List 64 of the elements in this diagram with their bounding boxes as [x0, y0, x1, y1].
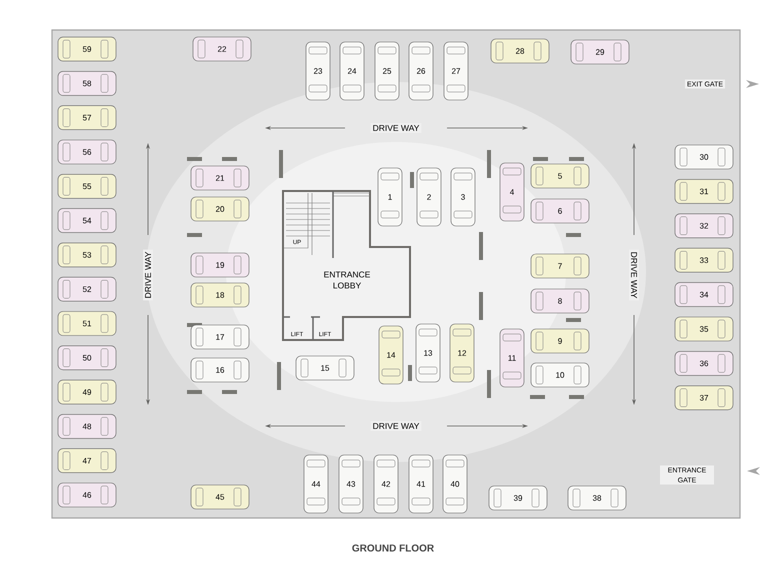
- floor-label: DRIVE WAY: [143, 250, 153, 300]
- car: 45: [190, 484, 250, 510]
- car: 7: [530, 254, 590, 278]
- car: 53: [58, 242, 116, 268]
- car: 9: [530, 328, 590, 354]
- car: 28: [490, 38, 550, 64]
- car: 3: [450, 168, 476, 226]
- car: 27: [444, 42, 468, 100]
- car: 35: [674, 316, 734, 342]
- floor-label: DRIVE WAY: [370, 421, 422, 431]
- car: 13: [416, 324, 440, 382]
- car: 21: [190, 166, 250, 190]
- car: 6: [530, 198, 590, 224]
- car: 15: [296, 356, 354, 380]
- car: 43: [338, 454, 364, 514]
- car: 18: [190, 282, 250, 308]
- car: 32: [674, 214, 734, 238]
- car: 31: [674, 179, 734, 204]
- car: 12: [450, 324, 474, 382]
- car: 37: [674, 386, 734, 410]
- car: 30: [674, 144, 734, 170]
- car: 29: [570, 40, 630, 64]
- car: 56: [58, 140, 116, 164]
- car: 20: [190, 196, 250, 222]
- car: 41: [408, 454, 434, 514]
- car: 50: [58, 346, 116, 370]
- car: 57: [58, 105, 116, 130]
- car: 58: [58, 71, 116, 96]
- car: 55: [58, 174, 116, 199]
- car: 16: [190, 358, 250, 382]
- car: 19: [190, 252, 250, 278]
- car: 59: [58, 36, 116, 62]
- car: 38: [568, 486, 626, 510]
- car: 51: [58, 311, 116, 336]
- car: 11: [500, 328, 524, 388]
- car: 26: [408, 42, 434, 100]
- car: 1: [378, 168, 402, 226]
- car: 34: [674, 282, 734, 307]
- car: 10: [530, 362, 590, 388]
- car: 54: [58, 208, 116, 233]
- car: 2: [416, 168, 442, 226]
- floor-label: DRIVE WAY: [370, 123, 422, 133]
- car: 49: [58, 380, 116, 404]
- car: 36: [674, 351, 734, 376]
- car: 39: [488, 486, 548, 510]
- car: 42: [374, 454, 398, 514]
- car: 52: [58, 276, 116, 302]
- car: 4: [500, 162, 524, 222]
- car: 40: [442, 454, 468, 514]
- caption: GROUND FLOOR: [352, 544, 434, 552]
- car: 5: [530, 164, 590, 188]
- car: 17: [190, 324, 250, 350]
- car: 22: [192, 36, 252, 62]
- car: 47: [58, 448, 116, 473]
- car: 23: [306, 42, 330, 100]
- car: 33: [674, 248, 734, 272]
- car: 46: [58, 482, 116, 508]
- car: 44: [304, 454, 328, 514]
- car: 48: [58, 414, 116, 439]
- floor-label: DRIVE WAY: [629, 250, 639, 300]
- car: 14: [378, 326, 404, 384]
- car: 8: [530, 288, 590, 314]
- car: 25: [374, 42, 400, 100]
- car: 24: [340, 42, 364, 100]
